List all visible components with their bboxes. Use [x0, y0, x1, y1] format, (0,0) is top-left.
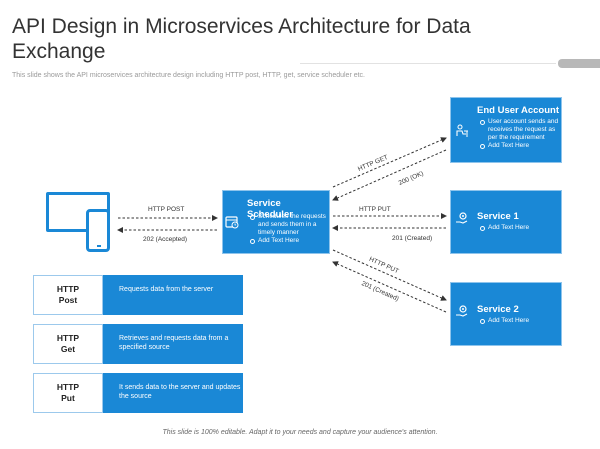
label-201-created-1: 201 (Created)	[392, 235, 433, 242]
label-http-put-1: HTTP PUT	[359, 206, 391, 213]
list-item: Schedules the requests and sends them in…	[249, 213, 329, 237]
http-post-description: Requests data from the server	[103, 275, 243, 315]
footer-note: This slide is 100% editable. Adapt it to…	[162, 429, 438, 436]
calendar-clock-icon	[225, 216, 239, 229]
service-1-card: Service 1 Add Text Here	[450, 190, 562, 254]
page-title: API Design in Microservices Architecture…	[12, 15, 471, 63]
phone-home-button	[97, 245, 101, 247]
header-accent-bar	[558, 59, 600, 68]
page-subtitle: This slide shows the API microservices a…	[12, 72, 366, 79]
list-item: Add Text Here	[479, 317, 559, 325]
header-divider	[300, 63, 556, 64]
end-user-list: User account sends and receives the requ…	[479, 118, 559, 150]
hand-gear-icon	[456, 305, 468, 317]
scheduler-title: Service Scheduler	[247, 198, 293, 220]
smartphone-icon	[86, 209, 110, 252]
service-1-title: Service 1	[477, 211, 519, 222]
arrow-http-get	[332, 137, 447, 188]
list-item: Add Text Here	[249, 237, 329, 245]
http-post-row: HTTP Post Requests data from the server	[33, 275, 243, 315]
list-item: Add Text Here	[479, 224, 559, 232]
list-item: User account sends and receives the requ…	[479, 118, 559, 142]
http-get-row: HTTP Get Retrieves and requests data fro…	[33, 324, 243, 364]
service-2-card: Service 2 Add Text Here	[450, 282, 562, 346]
list-item: Add Text Here	[479, 142, 559, 150]
http-put-label: HTTP Put	[33, 373, 103, 413]
http-put-description: It sends data to the server and updates …	[103, 373, 243, 413]
service-2-title: Service 2	[477, 304, 519, 315]
http-get-description: Retrieves and requests data from a speci…	[103, 324, 243, 364]
scheduler-list: Schedules the requests and sends them in…	[249, 213, 329, 245]
service-2-list: Add Text Here	[479, 317, 559, 325]
http-get-label: HTTP Get	[33, 324, 103, 364]
http-put-row: HTTP Put It sends data to the server and…	[33, 373, 243, 413]
arrow-200-ok	[332, 149, 447, 201]
http-post-label: HTTP Post	[33, 275, 103, 315]
end-user-account-card: End User Account User account sends and …	[450, 97, 562, 163]
service-scheduler-card: Service Scheduler Schedules the requests…	[222, 190, 330, 254]
hand-gear-icon	[456, 212, 468, 224]
desk-user-icon	[456, 124, 468, 137]
label-202-accepted: 202 (Accepted)	[143, 236, 188, 243]
service-1-list: Add Text Here	[479, 224, 559, 232]
end-user-title: End User Account	[477, 105, 559, 116]
label-http-post: HTTP POST	[148, 206, 185, 213]
